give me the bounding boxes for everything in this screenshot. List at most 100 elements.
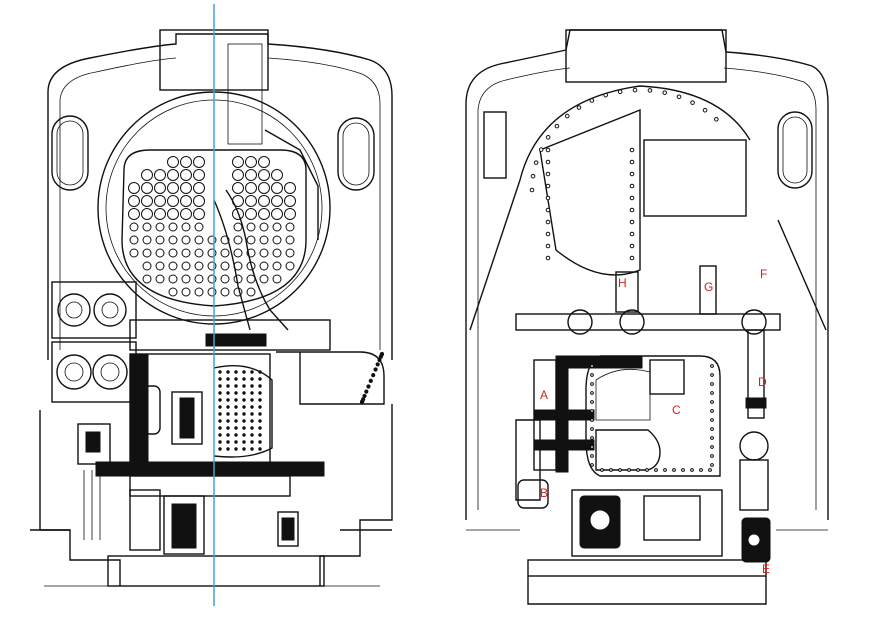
left-spring-stack (83, 470, 101, 540)
rivet (590, 418, 594, 422)
rivet (533, 160, 539, 165)
right-pipe-a (533, 359, 557, 471)
tube-hole (233, 235, 243, 245)
rivet (672, 468, 676, 472)
tube-hole (246, 274, 256, 284)
tube-hole (272, 261, 282, 271)
tube-hole (155, 235, 165, 245)
left-locomotive-section (30, 4, 393, 606)
tube-hole (285, 235, 295, 245)
tube-hole (181, 248, 191, 258)
steam-dot (250, 440, 254, 444)
left-axle-beam-low (129, 475, 291, 497)
tube-hole (168, 287, 178, 297)
tube-hole (207, 274, 217, 284)
rivet (590, 364, 594, 368)
rivet (375, 362, 380, 367)
tube-hole (194, 248, 204, 258)
rivet (545, 243, 551, 249)
rivet (710, 454, 714, 458)
rivet (545, 159, 551, 165)
rivet (545, 255, 551, 261)
steam-dot (234, 419, 238, 423)
steam-dot (234, 426, 238, 430)
tube-hole (246, 222, 256, 232)
tube-hole (129, 235, 139, 245)
steam-dot (226, 370, 230, 374)
left-dome-pipe (264, 129, 319, 240)
steam-dot (258, 440, 262, 444)
tube-hole (194, 287, 204, 297)
label-f: F (760, 267, 767, 281)
tube-hole (194, 235, 204, 245)
tube-hole (284, 182, 296, 194)
tube-hole (180, 156, 192, 168)
right-valve-h (615, 271, 639, 313)
steam-dot (258, 426, 262, 430)
tube-hole (128, 195, 140, 207)
rivet (545, 135, 551, 140)
steam-dot (234, 412, 238, 416)
steam-dot (250, 377, 254, 381)
tube-hole (193, 195, 205, 207)
rivet (629, 159, 635, 165)
tube-hole (285, 261, 295, 271)
tube-hole (284, 195, 296, 207)
rivet (632, 87, 638, 93)
right-boiler-block (643, 139, 747, 217)
tube-hole (258, 195, 270, 207)
rivet (663, 468, 667, 472)
steam-dot (242, 398, 246, 402)
steam-dot (218, 377, 222, 381)
tube-hole (285, 248, 295, 258)
rivet (629, 255, 635, 261)
left-cab-inner-outline (59, 57, 381, 350)
rivet (600, 468, 604, 472)
steam-dot (226, 440, 230, 444)
tube-hole (220, 248, 230, 258)
rivet (629, 243, 635, 249)
steam-dot (242, 377, 246, 381)
steam-dot (234, 405, 238, 409)
label-b: B (540, 486, 548, 500)
rivet (529, 187, 535, 193)
tube-hole (245, 156, 257, 168)
tube-hole (194, 261, 204, 271)
left-pump-d (92, 354, 128, 390)
tube-hole (141, 169, 153, 181)
tube-hole (258, 156, 270, 168)
steam-dot (250, 412, 254, 416)
rivet (538, 147, 544, 152)
left-pump-c-inner (64, 362, 84, 382)
steam-dot (258, 377, 262, 381)
rivet (371, 373, 376, 378)
right-valve-3 (741, 309, 767, 335)
rivet (618, 468, 622, 472)
right-outer-slope-left (469, 179, 521, 331)
tube-hole (142, 235, 152, 245)
rivet (377, 357, 382, 363)
tube-hole (193, 182, 205, 194)
steam-dot (250, 398, 254, 402)
tube-hole (271, 208, 283, 220)
tube-hole (207, 248, 217, 258)
right-buffer-beam (527, 559, 767, 577)
label-c: C (672, 403, 681, 417)
steam-dot (242, 405, 246, 409)
tube-hole (168, 274, 178, 284)
rivet (545, 195, 551, 201)
steam-dot (242, 440, 246, 444)
tube-hole (245, 169, 257, 181)
steam-dot (234, 384, 238, 388)
rivet (629, 219, 635, 225)
steam-dot (258, 370, 262, 374)
tube-hole (245, 182, 257, 194)
rivet (710, 463, 714, 467)
tube-hole (155, 261, 165, 271)
rivet (710, 427, 714, 431)
rivet (359, 399, 365, 405)
tube-hole (181, 235, 191, 245)
right-valve-2 (619, 309, 645, 335)
tube-hole (272, 222, 282, 232)
rivet (590, 391, 594, 395)
